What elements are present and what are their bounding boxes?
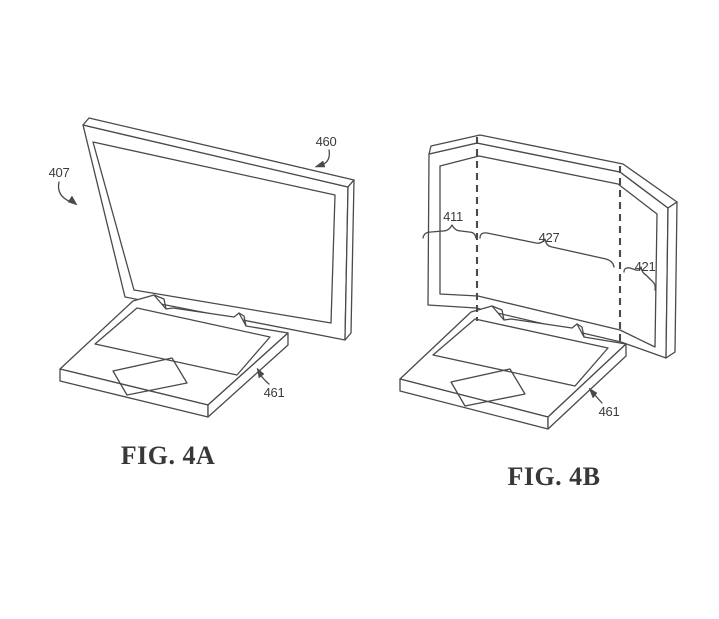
fig4b-arrowhead-461 [588,387,598,399]
fig4a-hinge-notch-right [238,312,247,327]
ref-label-411: 411 [443,209,463,224]
fig4b-brace-427 [479,232,615,268]
fig4b-display-screen [439,155,658,348]
ref-label-461-fig4b: 461 [599,404,620,419]
fig4a-base-front-right-side [207,332,289,418]
fig4a-leader-407 [57,181,72,203]
fig4b-brace-411 [422,224,477,239]
fig4a-display-screen [92,141,336,324]
fig4a-arrowhead-407 [67,195,78,206]
fig4a-drawing: 407 460 461 FIG. 4A [49,117,355,470]
fig4a-caption: FIG. 4A [121,441,216,470]
ref-label-461-fig4a: 461 [264,385,285,400]
fig4b-leader-461 [593,393,603,404]
fig4b-drawing: 411 427 421 461 FIG. 4B [399,134,678,491]
fig4a-hinge-notch-left [153,294,167,310]
fig4b-trackpad [450,368,526,407]
fig4b-hinge-notch-left [491,305,505,321]
ref-label-421: 421 [635,259,656,274]
ref-label-427: 427 [539,230,560,245]
fig4b-keyboard-area [432,318,609,387]
fig4b-display-side-face [665,201,678,359]
fig4b-caption: FIG. 4B [507,462,600,491]
fig4b-base-front-right-side [547,343,627,430]
fig4a-display-side-face [344,179,355,341]
ref-label-407: 407 [49,165,70,180]
ref-label-460: 460 [316,134,337,149]
fig4a-arrowhead-461 [256,367,265,379]
fig4a-keyboard-area [94,307,271,376]
fig4b-brace-421 [623,266,656,291]
fig4a-trackpad [112,357,188,396]
fig4b-hinge-notch-right [576,323,585,338]
fig4a-arrowhead-460 [314,160,326,168]
